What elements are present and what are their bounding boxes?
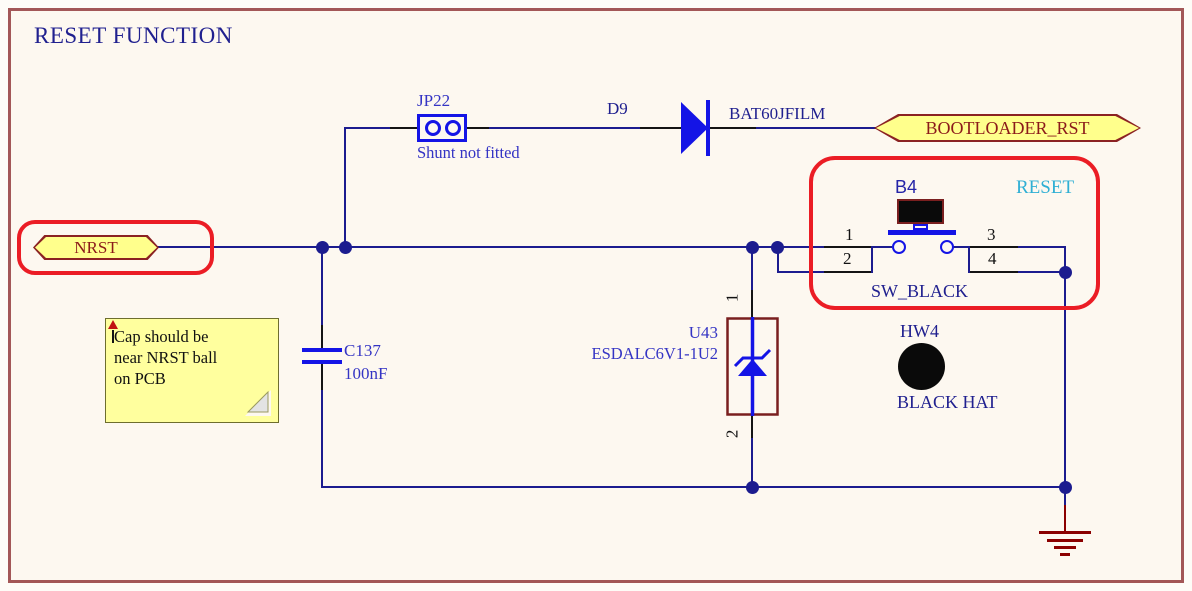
pin-stub-sw4: [970, 271, 1018, 273]
u43-part: ESDALC6V1-1U2: [591, 344, 719, 363]
sw-black-label: SW_BLACK: [871, 281, 969, 301]
pin-stub-sw2: [824, 271, 871, 273]
hw4-refdes: HW4: [900, 321, 939, 341]
junction-dot: [339, 241, 352, 254]
wire-riser: [344, 127, 346, 248]
pin-stub-cap-top: [321, 325, 323, 349]
ground-stem: [1064, 505, 1066, 533]
c137-value: 100nF: [344, 364, 388, 383]
jumper-pad-icon: [445, 120, 461, 136]
pin-stub-u43-top: [751, 290, 753, 318]
pin-stub-sw1: [824, 246, 871, 248]
pin-stub-u43-bottom: [751, 414, 753, 438]
wire-top-left: [344, 127, 391, 129]
pin-stub-cap-bottom: [321, 363, 323, 390]
ground-bar-2: [1047, 539, 1083, 542]
zener-cathode-icon: [733, 348, 772, 368]
junction-dot: [1059, 481, 1072, 494]
pin-stub-sw3: [970, 246, 1018, 248]
junction-dot: [746, 241, 759, 254]
b4-pin-number: 4: [988, 249, 997, 268]
page-title: RESET FUNCTION: [34, 23, 233, 48]
pin-stub: [710, 127, 756, 129]
c137-refdes: C137: [344, 341, 381, 360]
pin-stub: [466, 127, 489, 129]
pin-stub: [390, 127, 418, 129]
b4-pin-number: 3: [987, 225, 996, 244]
pin-stub: [640, 127, 682, 129]
wire-bottom-row: [321, 486, 1066, 488]
d9-refdes: D9: [607, 99, 628, 118]
switch-actuator-icon: [888, 230, 956, 235]
net-flag-label: NRST: [35, 237, 157, 258]
wire-nrst-row: [157, 246, 892, 248]
b4-pin-number: 2: [843, 249, 852, 268]
wire-cap-top: [321, 246, 323, 349]
ground-bar-4: [1060, 553, 1070, 556]
d9-part: BAT60JFILM: [729, 104, 826, 123]
switch-contact-icon: [892, 240, 906, 254]
switch-contact-icon: [940, 240, 954, 254]
junction-dot: [1059, 266, 1072, 279]
black-hat-icon: [898, 343, 945, 390]
switch-stem-icon: [913, 224, 928, 230]
wire-cap-bottom: [321, 363, 323, 488]
black-hat-label: BLACK HAT: [897, 392, 998, 412]
b4-refdes: B4: [895, 177, 918, 197]
u43-pin-number: 2: [722, 429, 742, 439]
net-flag-bootloader-rst: BOOTLOADER_RST: [874, 114, 1141, 142]
annotation-circle-nrst: [17, 220, 214, 275]
junction-dot: [316, 241, 329, 254]
zener-anode-icon: [738, 359, 767, 376]
switch-button-cap-icon: [897, 199, 944, 224]
esd-diode-u43: [726, 317, 779, 416]
diode-cathode-icon: [706, 100, 710, 156]
diode-anode-icon: [681, 102, 708, 154]
note-line: on PCB: [114, 369, 166, 388]
b4-pin-number: 1: [845, 225, 854, 244]
note-line: near NRST ball: [114, 348, 218, 367]
jumper-jp22-body: [417, 114, 467, 142]
note-marker-tick: [112, 330, 114, 343]
wire-pin2-drop: [777, 246, 779, 273]
note-line: Cap should be: [114, 327, 209, 346]
reset-hint-label: RESET: [1016, 177, 1075, 198]
wire-sw-left-link: [871, 246, 873, 273]
wire-u43-top: [751, 246, 753, 318]
u43-refdes: U43: [688, 323, 718, 342]
jumper-pad-icon: [425, 120, 441, 136]
junction-dot: [746, 481, 759, 494]
wire-right-column: [1064, 246, 1066, 488]
wire-ground-lead: [1064, 486, 1066, 507]
jp22-refdes: JP22: [417, 91, 451, 110]
note-fold-icon: [245, 390, 271, 416]
net-flag-label: BOOTLOADER_RST: [876, 116, 1139, 140]
junction-dot: [771, 241, 784, 254]
wire-top-right: [756, 127, 876, 129]
capacitor-plate-icon: [302, 348, 342, 352]
wire-top-mid: [489, 127, 640, 129]
net-flag-nrst: NRST: [33, 235, 159, 260]
annotation-circle-reset-switch: [809, 156, 1100, 310]
jp22-note: Shunt not fitted: [417, 143, 520, 162]
capacitor-plate-icon: [302, 360, 342, 364]
ground-bar-1: [1039, 531, 1091, 534]
sticky-note: Cap should be near NRST ball on PCB: [105, 318, 279, 423]
note-marker-icon: [108, 320, 118, 329]
wire-sw-right-link: [968, 246, 970, 273]
u43-pin-number: 1: [722, 293, 742, 303]
ground-bar-3: [1054, 546, 1076, 549]
wire-u43-bottom: [751, 414, 753, 488]
